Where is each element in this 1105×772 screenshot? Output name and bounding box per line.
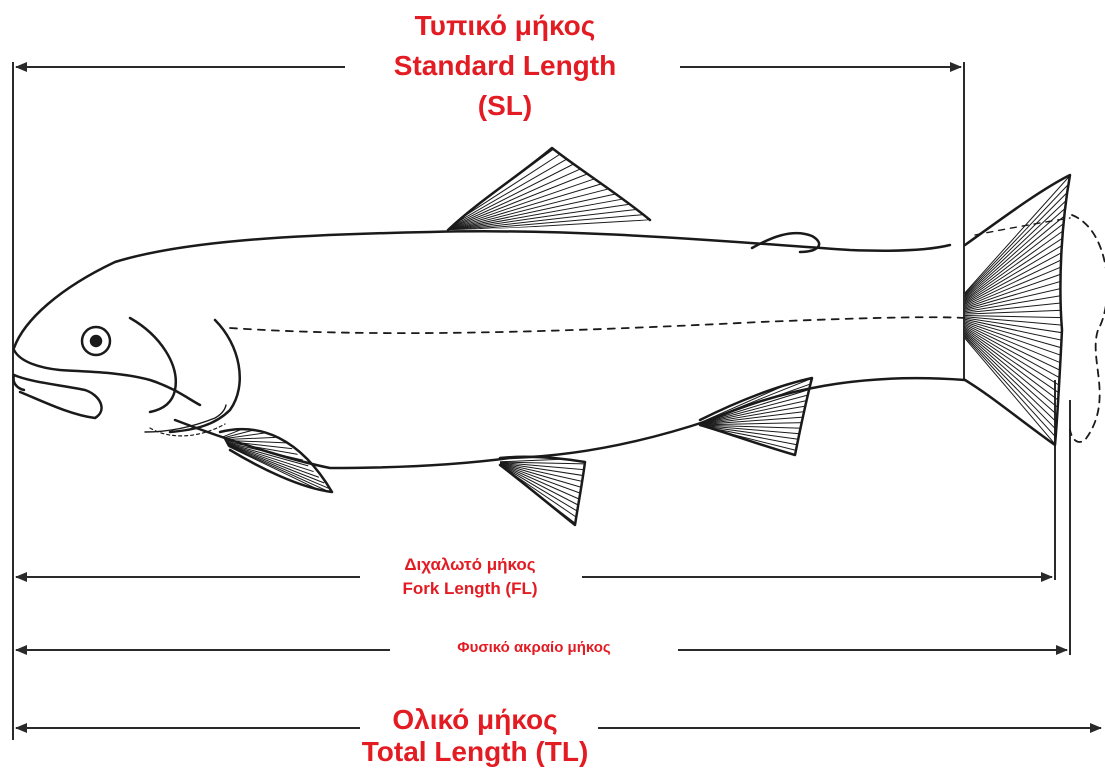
fish-head (13, 318, 239, 436)
lateral-line (230, 317, 965, 333)
fin-ray (945, 315, 1065, 364)
dorsal-fin (440, 140, 660, 232)
total-length-label-english: Total Length (TL) (330, 736, 620, 768)
fin-ray (945, 315, 1063, 388)
pelvic-fin (495, 457, 590, 530)
natural-length-label-greek: Φυσικό ακραίο μήκος (390, 638, 678, 657)
fin-ray (945, 315, 1063, 403)
pectoral-fin (215, 420, 340, 500)
fin-ray (695, 372, 815, 425)
measurement-arrows (16, 67, 1101, 728)
anal-fin (695, 372, 815, 462)
natural-tail-outline (1070, 215, 1105, 442)
fin-ray (945, 315, 1061, 434)
fin-ray (495, 462, 583, 494)
fin-ray (495, 462, 578, 518)
body-lower-outline (175, 378, 965, 468)
standard-length-label-abbr: (SL) (330, 90, 680, 122)
fin-ray (945, 315, 1064, 380)
fin-ray (945, 315, 1062, 419)
standard-length-label-english: Standard Length (330, 50, 680, 82)
fin-ray (495, 462, 579, 512)
fin-ray (440, 167, 586, 232)
total-length-label-greek: Ολικό μήκος (330, 704, 620, 736)
fin-ray (215, 440, 313, 471)
fin-ray (695, 389, 811, 425)
fin-ray (440, 188, 613, 232)
fish-illustration (13, 140, 1105, 530)
standard-length-label-greek: Τυπικό μήκος (330, 10, 680, 42)
fin-ray (695, 383, 813, 425)
fork-length-label-greek: Διχαλωτό μήκος (360, 554, 580, 575)
body-upper-outline (14, 231, 950, 348)
fork-length-label-english: Fork Length (FL) (360, 578, 580, 599)
fin-ray (695, 425, 795, 462)
